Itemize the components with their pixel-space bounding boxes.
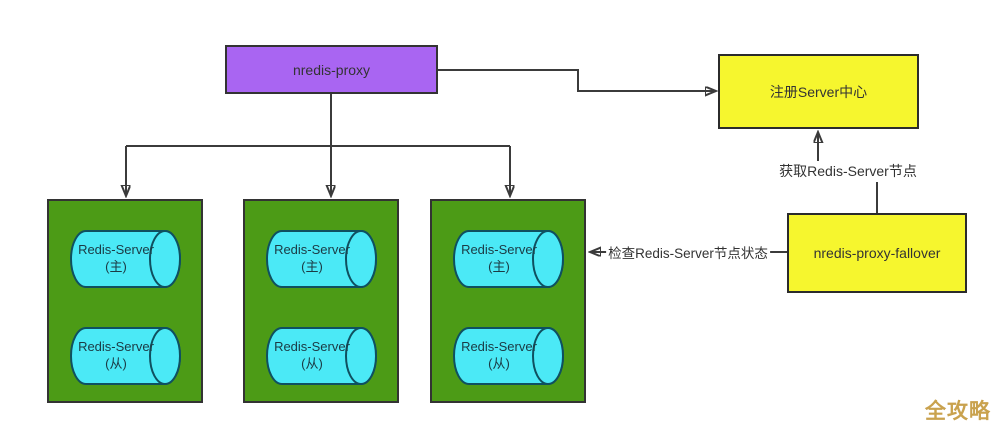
cylinder-label-line1: Redis-Server: [461, 339, 537, 355]
cylinder-icon: [70, 230, 181, 288]
nredis-proxy-fallover-node: nredis-proxy-fallover: [787, 213, 967, 293]
master-cylinder: Redis-Server (主): [453, 230, 565, 288]
nredis-proxy-fallover-label: nredis-proxy-fallover: [813, 245, 941, 261]
cylinder-icon: [453, 327, 564, 385]
cylinder-label-line2: (主): [488, 259, 510, 274]
cylinder-label-line1: Redis-Server: [461, 242, 537, 258]
redis-cluster-box-1: Redis-Server (主) Redis-Server (从): [47, 199, 203, 403]
cylinder-label-line1: Redis-Server: [78, 242, 154, 258]
edge-label-check-status: 检查Redis-Server节点状态: [606, 242, 770, 262]
cylinder-label-line1: Redis-Server: [274, 242, 350, 258]
nredis-proxy-label: nredis-proxy: [292, 61, 371, 78]
redis-cluster-box-2: Redis-Server (主) Redis-Server (从): [243, 199, 399, 403]
cylinder-label: Redis-Server (主): [453, 230, 565, 288]
slave-cylinder: Redis-Server (从): [453, 327, 565, 385]
cylinder-icon: [266, 327, 377, 385]
nredis-proxy-node: nredis-proxy: [225, 45, 438, 94]
master-cylinder: Redis-Server (主): [266, 230, 378, 288]
cylinder-icon: [453, 230, 564, 288]
cylinder-label: Redis-Server (主): [266, 230, 378, 288]
cylinder-label: Redis-Server (从): [266, 327, 378, 385]
edge-label-get-nodes: 获取Redis-Server节点: [777, 161, 919, 181]
register-server-center-node: 注册Server中心: [718, 54, 919, 129]
slave-cylinder: Redis-Server (从): [70, 327, 182, 385]
cylinder-label: Redis-Server (从): [70, 327, 182, 385]
cylinder-label-line1: Redis-Server: [78, 339, 154, 355]
master-cylinder: Redis-Server (主): [70, 230, 182, 288]
cylinder-label-line2: (主): [105, 259, 127, 274]
cylinder-label: Redis-Server (主): [70, 230, 182, 288]
redis-cluster-box-3: Redis-Server (主) Redis-Server (从): [430, 199, 586, 403]
cylinder-label-line2: (从): [105, 356, 127, 371]
cylinder-icon: [70, 327, 181, 385]
cylinder-label-line2: (从): [301, 356, 323, 371]
edge-proxy-to-register: [438, 69, 716, 91]
cylinder-label: Redis-Server (从): [453, 327, 565, 385]
cylinder-label-line2: (主): [301, 259, 323, 274]
watermark: 全攻略: [925, 400, 991, 423]
register-server-center-label: 注册Server中心: [769, 83, 868, 100]
cylinder-icon: [266, 230, 377, 288]
cylinder-label-line1: Redis-Server: [274, 339, 350, 355]
cylinder-label-line2: (从): [488, 356, 510, 371]
slave-cylinder: Redis-Server (从): [266, 327, 378, 385]
